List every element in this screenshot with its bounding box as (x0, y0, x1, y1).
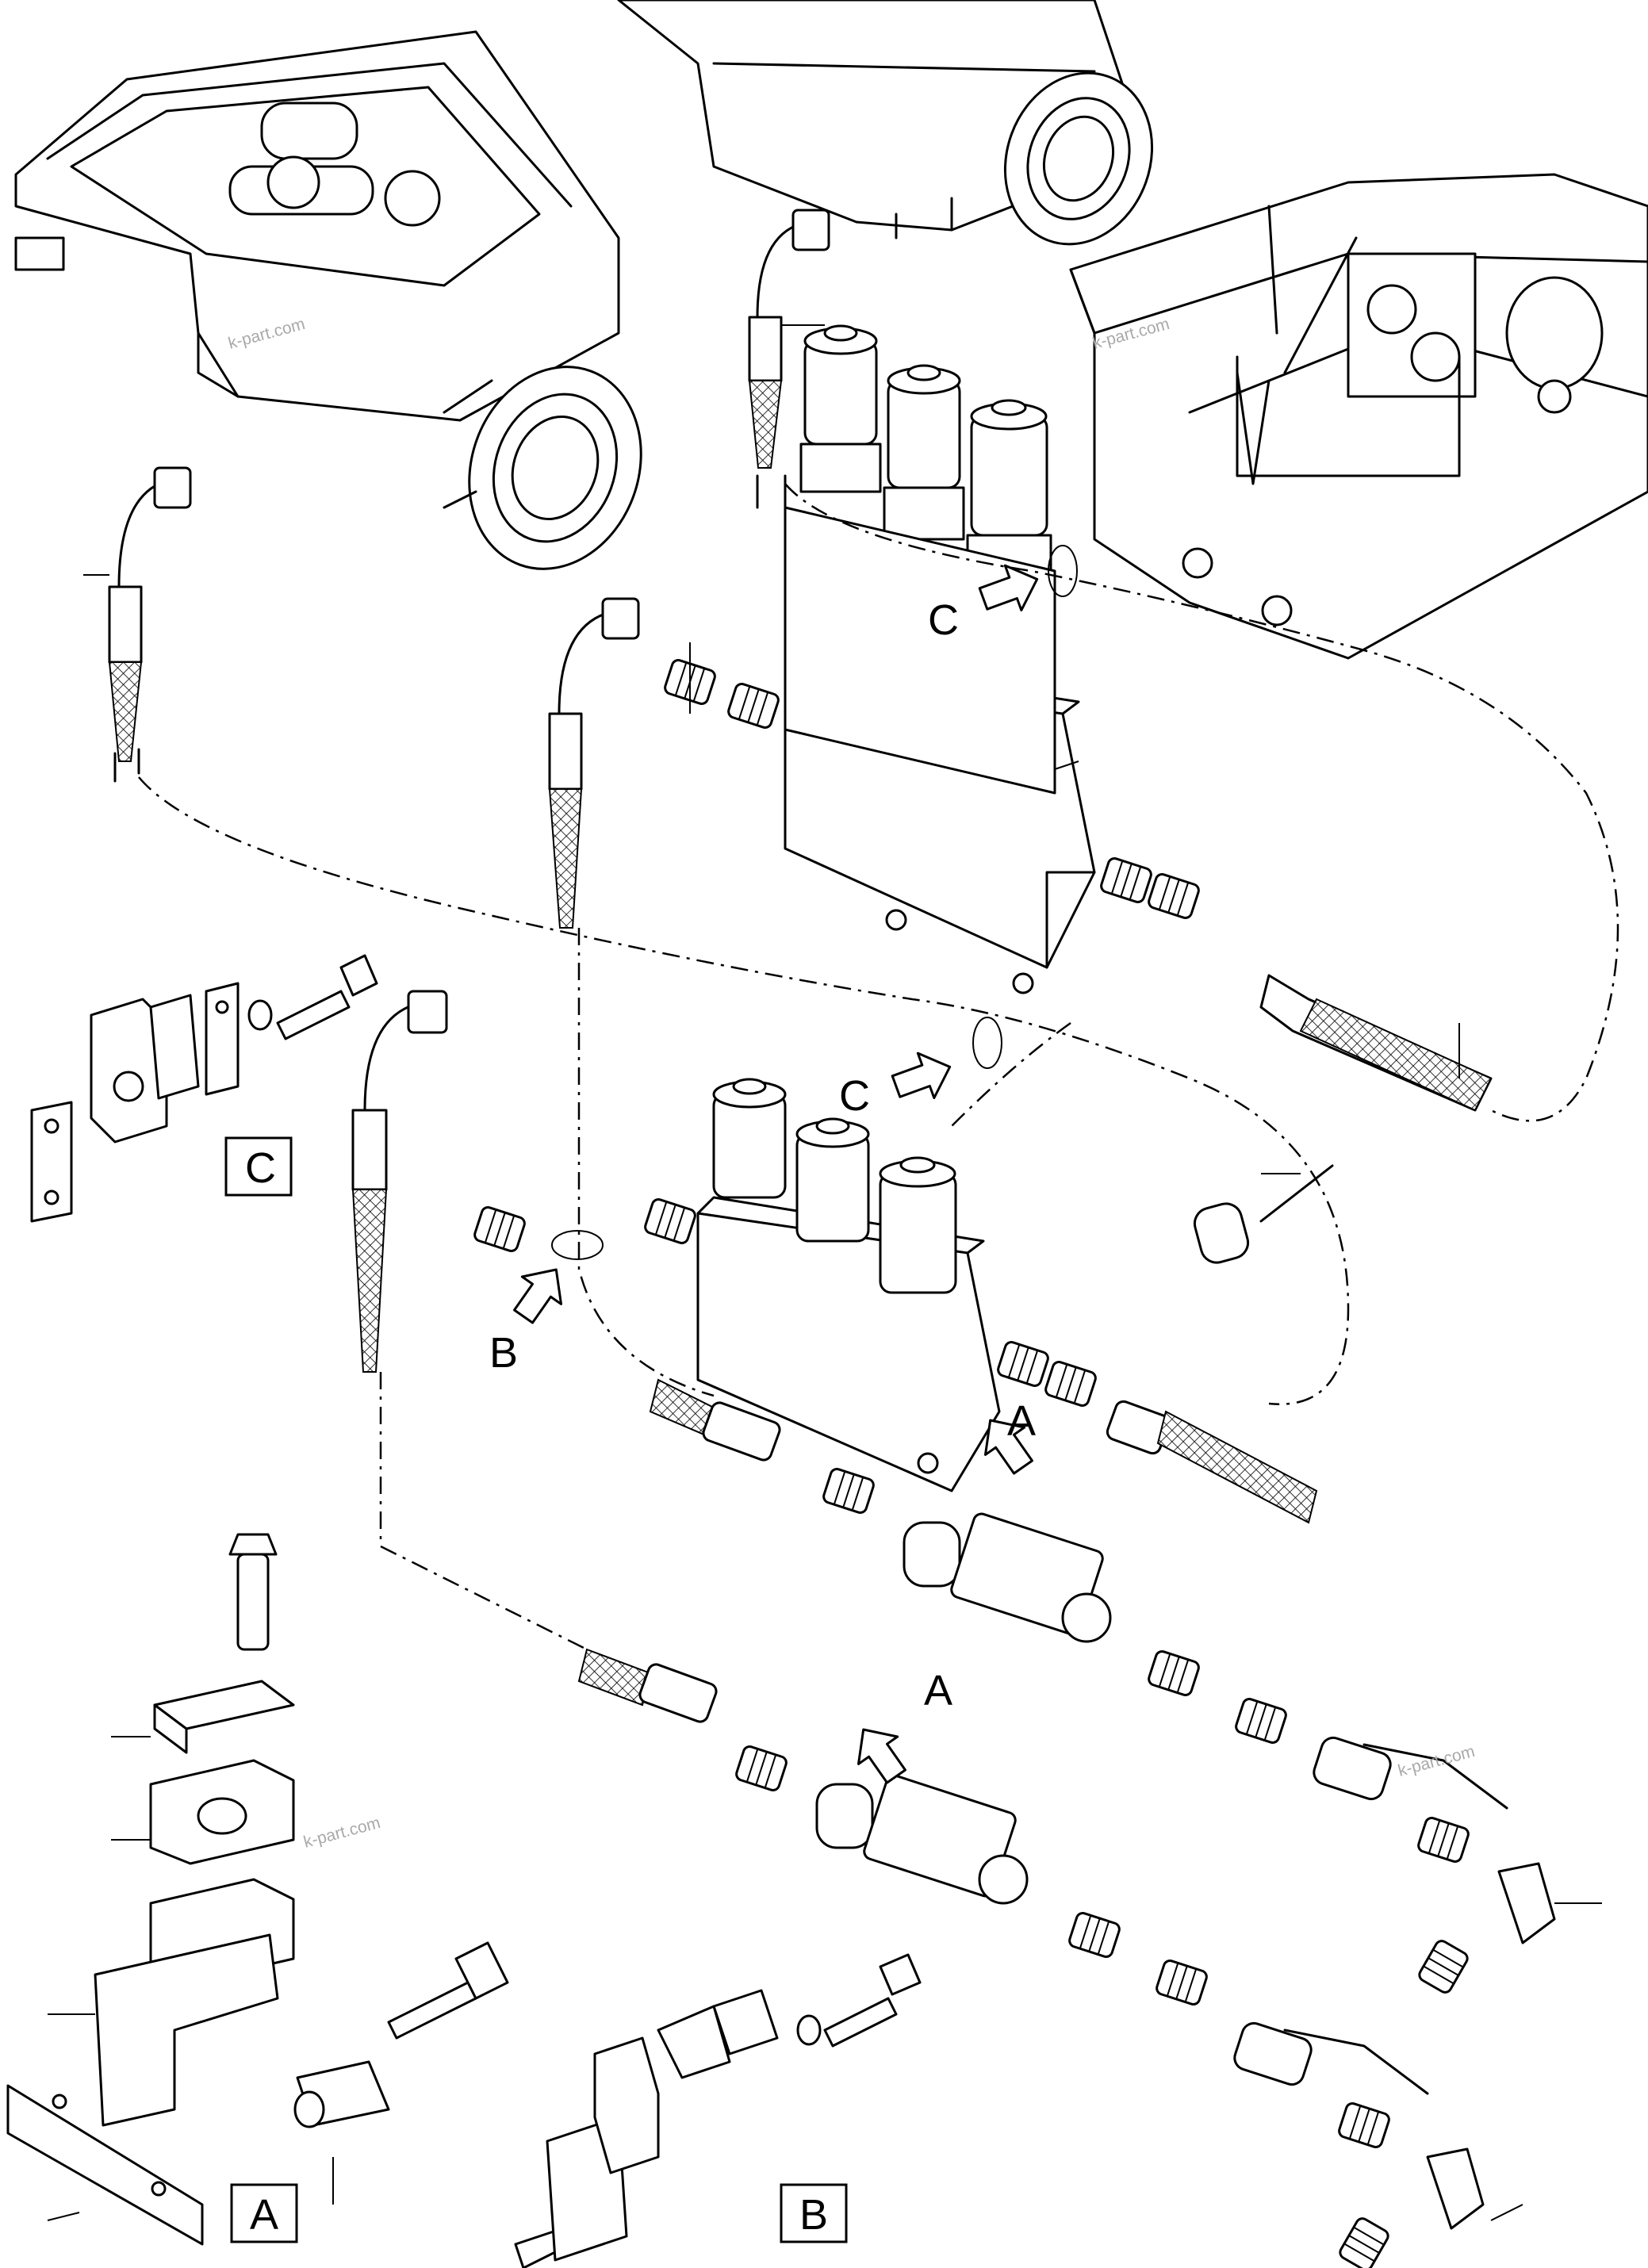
valve-cylinder (712, 1078, 787, 1199)
arrow-label-c-upper: C (928, 596, 959, 644)
callout-a-lower: A (842, 1667, 952, 1791)
callout-c-upper: C (928, 555, 1047, 644)
hose-assembly-lower (577, 1648, 1485, 2268)
clamp-view-c: C (30, 954, 378, 1223)
hose-left (108, 466, 192, 783)
view-label-b: B (799, 2191, 828, 2239)
hose-mid (548, 597, 640, 929)
valve-block-lower (472, 1078, 1334, 1524)
hose-lower-left (351, 990, 448, 1373)
view-label-b-box (780, 2183, 848, 2243)
hose-assembly-middle (649, 1378, 1556, 1996)
arrow-label-b: B (489, 1329, 518, 1377)
watermark-text: k-part.com (301, 1814, 382, 1852)
arrow-icon (502, 1255, 577, 1331)
engine-center (617, 0, 1154, 246)
hose-top-center (748, 209, 830, 509)
callout-c-lower: C (839, 1043, 960, 1120)
clamp-view-a: A k-part.com (6, 1533, 509, 2246)
view-label-c-box (224, 1136, 293, 1197)
arrow-icon (887, 1043, 960, 1110)
engine-left: k-part.com (14, 30, 642, 570)
callout-a-upper: A (969, 1397, 1044, 1482)
arrow-label-a-lower: A (924, 1667, 952, 1714)
valve-cylinder (966, 399, 1052, 580)
view-label-c: C (245, 1144, 276, 1192)
dashed-connectors (138, 483, 1619, 1651)
view-label-a-box (230, 2183, 298, 2243)
valve-block-upper (662, 324, 1493, 1112)
arrow-label-c-lower: C (839, 1072, 870, 1120)
leader-lines (47, 324, 1602, 2221)
arrow-label-a-upper: A (1007, 1397, 1036, 1445)
clamp-view-b: B (514, 1953, 922, 2268)
valve-cylinder (879, 1156, 957, 1294)
callout-b: B (489, 1255, 577, 1377)
frame-right: k-part.com (1069, 173, 1648, 660)
view-label-a: A (250, 2191, 278, 2239)
valve-cylinder (795, 1117, 870, 1243)
watermark-text: k-part.com (1396, 1742, 1477, 1780)
valve-cylinder (799, 324, 882, 493)
valve-cylinder (883, 364, 965, 541)
